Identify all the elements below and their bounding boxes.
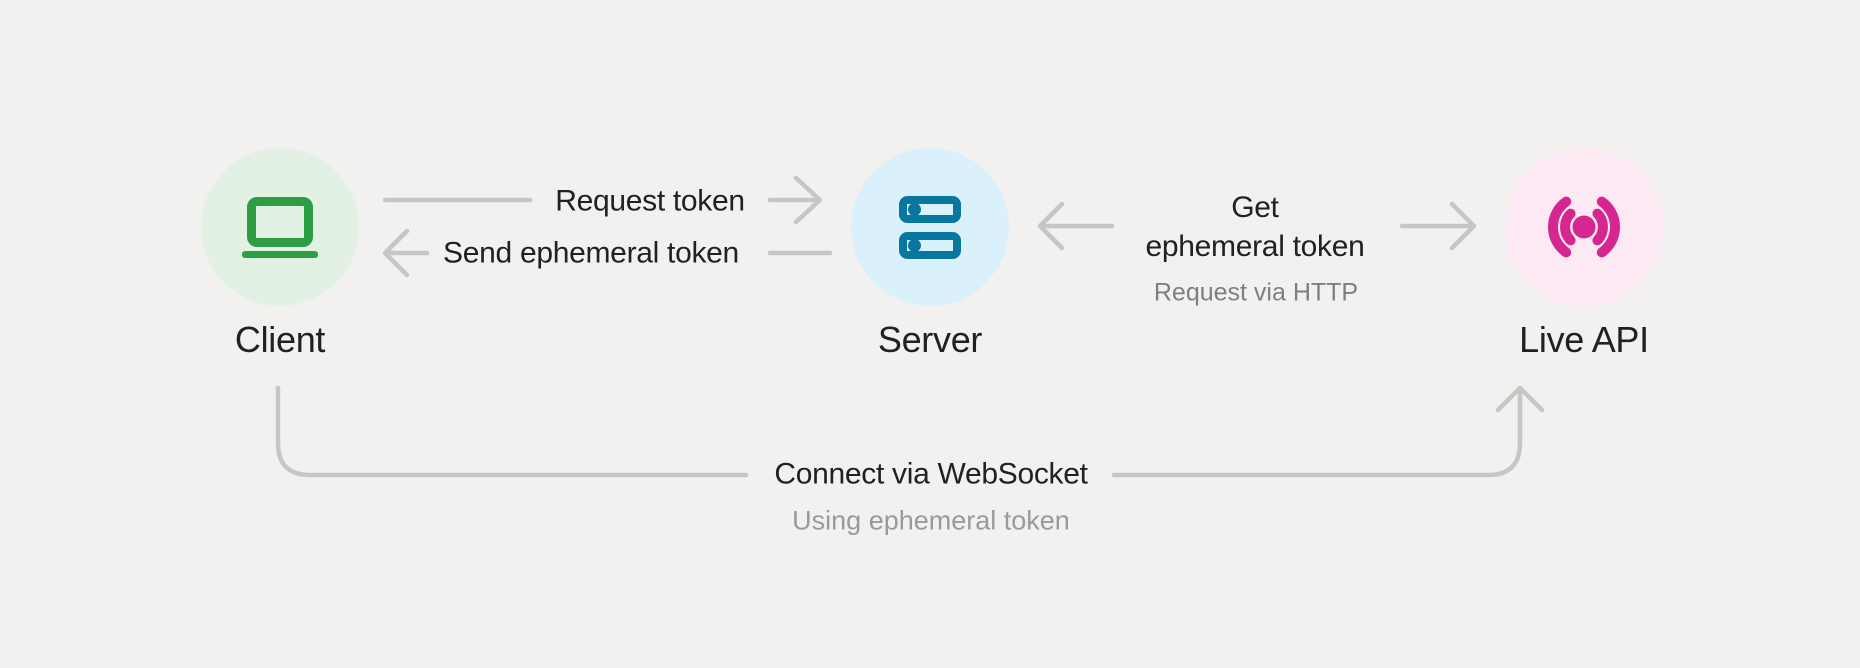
server-label: Server (877, 319, 983, 360)
client-label: Client (234, 319, 326, 360)
server-circle (851, 148, 1009, 306)
server-node: Server (850, 148, 1010, 361)
live-broadcast-icon (1548, 196, 1620, 258)
request-via-http-sublabel: Request via HTTP (1153, 278, 1359, 307)
get-ephemeral-token-label-line2: ephemeral token (1145, 230, 1365, 263)
live-api-node: Live API (1504, 148, 1664, 361)
using-ephemeral-token-sublabel: Using ephemeral token (792, 505, 1070, 536)
client-circle (201, 148, 359, 306)
send-token-arrow-left-icon (382, 228, 430, 278)
live-api-label: Live API (1519, 319, 1649, 360)
get-token-arrow-left-icon (1037, 201, 1115, 251)
websocket-path-left (275, 385, 749, 478)
laptop-icon (242, 196, 318, 258)
get-ephemeral-token-label-line1: Get (1231, 191, 1279, 224)
server-rack-icon (899, 195, 961, 259)
request-token-label: Request token (555, 184, 745, 218)
live-api-circle (1505, 148, 1663, 306)
websocket-path-right (1111, 388, 1523, 478)
websocket-arrow-up-icon (1495, 385, 1545, 413)
send-ephemeral-token-label: Send ephemeral token (443, 236, 739, 270)
connect-websocket-label: Connect via WebSocket (774, 457, 1088, 491)
client-node: Client (200, 148, 360, 361)
get-ephemeral-token-label: Get ephemeral token (1146, 188, 1365, 266)
get-token-arrow-right-icon (1399, 201, 1477, 251)
request-token-arrow-right-icon (767, 175, 823, 225)
